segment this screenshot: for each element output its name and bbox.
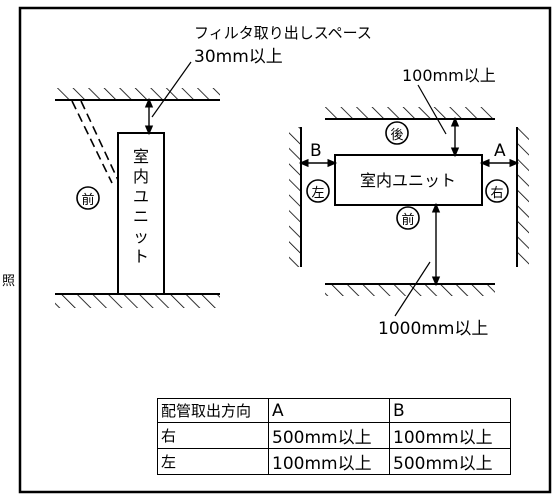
unit-horizontal-label: 室内ユニット bbox=[360, 171, 456, 190]
filter-space-value: 30mm以上 bbox=[194, 47, 283, 67]
floor-hatch bbox=[55, 294, 220, 308]
table-cell: 右 bbox=[157, 422, 269, 449]
piping-direction-table: 配管取出方向 A B 右 500mm以上 100mm以上 左 100mm以上 5… bbox=[157, 398, 511, 475]
side-mark: 照 bbox=[2, 274, 16, 289]
table-header-cell: B bbox=[389, 398, 511, 423]
filter-dashed-line-1 bbox=[71, 100, 113, 184]
right-circle-label: 右 bbox=[490, 186, 503, 201]
table-header-cell: 配管取出方向 bbox=[157, 398, 269, 423]
filter-dashed-line-2 bbox=[80, 100, 119, 181]
rear-circle-icon bbox=[385, 121, 409, 145]
left-view: 前 室 内 ユ ニ ッ ト フィルタ取り出しスペース 30mm以上 bbox=[55, 24, 372, 308]
unit-vertical-char-4: ニ bbox=[133, 207, 149, 226]
filter-leader-line bbox=[151, 61, 192, 118]
outer-frame bbox=[18, 6, 552, 494]
front-circle-icon-top bbox=[396, 206, 420, 230]
left-circle-icon bbox=[306, 179, 330, 203]
rear-wall-hatch bbox=[325, 107, 495, 119]
left-wall-hatch bbox=[289, 127, 301, 267]
front-circle-label-top: 前 bbox=[401, 212, 414, 228]
front-clearance-label: 1000mm以上 bbox=[378, 319, 488, 339]
unit-vertical-char-6: ト bbox=[133, 247, 149, 266]
right-view: 室内ユニット 100mm以上 1000mm以上 B A 後 左 右 前 bbox=[289, 66, 529, 339]
filter-space-title: フィルタ取り出しスペース bbox=[194, 24, 372, 42]
indoor-unit-vertical bbox=[117, 132, 165, 295]
right-wall-hatch bbox=[517, 127, 529, 267]
table-row: 左 100mm以上 500mm以上 bbox=[157, 448, 511, 475]
right-circle-icon bbox=[485, 179, 509, 203]
table-header-cell: A bbox=[268, 398, 390, 423]
side-a-label: A bbox=[494, 141, 506, 161]
top-clearance-label: 100mm以上 bbox=[402, 66, 496, 85]
unit-vertical-char-2: 内 bbox=[133, 167, 149, 186]
table-cell: 100mm以上 bbox=[389, 422, 511, 449]
unit-vertical-char-5: ッ bbox=[133, 227, 149, 246]
table-cell: 100mm以上 bbox=[268, 448, 390, 475]
table-cell: 500mm以上 bbox=[268, 422, 390, 449]
front-wall-hatch bbox=[325, 284, 495, 296]
table-row: 右 500mm以上 100mm以上 bbox=[157, 422, 511, 449]
table-cell: 左 bbox=[157, 448, 269, 475]
rear-circle-label: 後 bbox=[390, 128, 403, 143]
unit-vertical-char-1: 室 bbox=[133, 147, 149, 166]
table-header-row: 配管取出方向 A B bbox=[157, 398, 511, 423]
ceiling-hatch bbox=[55, 88, 220, 100]
front-circle-icon bbox=[76, 186, 100, 210]
indoor-unit-horizontal bbox=[334, 154, 483, 206]
front-leader-line bbox=[394, 261, 431, 317]
unit-vertical-char-3: ユ bbox=[133, 187, 149, 206]
side-b-label: B bbox=[310, 141, 322, 161]
rear-leader-line bbox=[417, 84, 447, 135]
front-circle-label: 前 bbox=[81, 192, 94, 208]
left-circle-label: 左 bbox=[311, 186, 324, 201]
table-cell: 500mm以上 bbox=[389, 448, 511, 475]
